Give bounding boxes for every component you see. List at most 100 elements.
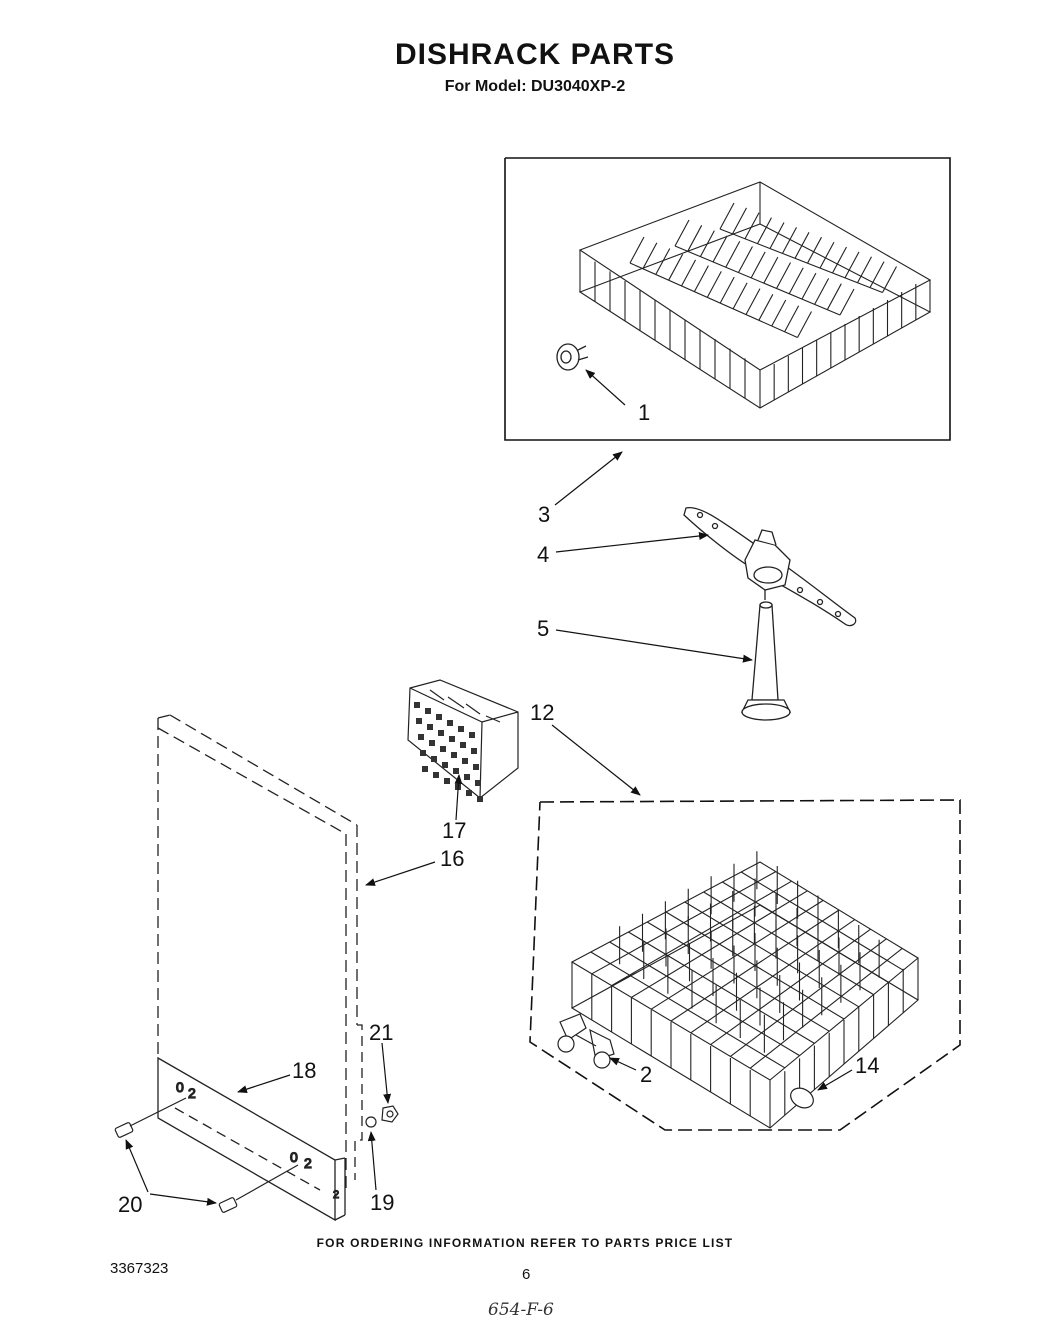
- basket-hole: [464, 774, 470, 780]
- wire: [750, 251, 766, 279]
- lower-rack-box: [529, 799, 961, 1131]
- basket-hole: [427, 724, 433, 730]
- wire: [699, 230, 715, 257]
- wire: [737, 246, 753, 273]
- svg-text:0: 0: [290, 1149, 298, 1165]
- callout-17: 17: [442, 818, 466, 843]
- svg-text:2: 2: [333, 1189, 339, 1201]
- basket-hole: [447, 720, 453, 726]
- callout-19: 19: [370, 1190, 394, 1215]
- wire: [801, 272, 817, 300]
- page-number: 6: [522, 1266, 531, 1283]
- wire: [769, 222, 785, 249]
- basket-hole: [460, 742, 466, 748]
- wire: [629, 236, 645, 264]
- wire: [814, 278, 830, 305]
- svg-text:2: 2: [304, 1155, 312, 1171]
- tine-cap: [790, 1087, 814, 1109]
- wire: [776, 262, 792, 289]
- wire: [788, 267, 804, 295]
- basket-hole: [440, 746, 446, 752]
- wire: [744, 212, 760, 240]
- basket-hole: [438, 730, 444, 736]
- wire: [882, 266, 897, 293]
- wire: [758, 294, 774, 321]
- wire: [839, 288, 855, 316]
- lower-panel: 0 2 0 2 2: [157, 1056, 346, 1222]
- callout-1: 1: [638, 400, 650, 425]
- spray-arm: [683, 506, 857, 627]
- wire: [732, 207, 747, 235]
- basket-hole: [473, 764, 479, 770]
- wire: [684, 901, 860, 1008]
- basket-hole: [444, 778, 450, 784]
- basket-hole: [469, 732, 475, 738]
- basket-hole: [466, 790, 472, 796]
- page-title: DISHRACK PARTS: [394, 38, 676, 71]
- basket-hole: [418, 734, 424, 740]
- basket-hole: [425, 708, 431, 714]
- callout-18: 18: [292, 1058, 316, 1083]
- basket-hole: [442, 762, 448, 768]
- callout-12: 12: [530, 700, 554, 725]
- basket-hole: [449, 736, 455, 742]
- wire: [629, 262, 798, 339]
- callout-labels: 1 2 3 4 5 12 14 16 17 18 19 20 21: [118, 400, 879, 1217]
- wire: [844, 251, 860, 279]
- wire: [710, 928, 871, 1046]
- screw: [114, 1097, 299, 1213]
- basket-hole: [422, 766, 428, 772]
- wire: [674, 245, 841, 316]
- wire: [706, 271, 722, 298]
- wire: [722, 881, 889, 983]
- wire: [712, 235, 728, 263]
- basket-hole: [414, 702, 420, 708]
- wire: [749, 947, 903, 1069]
- model-subtitle: For Model: DU3040XP-2: [444, 78, 626, 95]
- basket-hole: [420, 750, 426, 756]
- lower-rack: [570, 851, 919, 1129]
- basket-hole: [471, 748, 477, 754]
- basket-hole: [462, 758, 468, 764]
- svg-text:2: 2: [188, 1085, 196, 1101]
- callout-16: 16: [440, 846, 464, 871]
- nut-washer: [365, 1105, 399, 1128]
- callout-2: 2: [640, 1062, 652, 1087]
- basket-hole: [431, 756, 437, 762]
- wire: [807, 236, 822, 264]
- upper-rack: [578, 181, 932, 409]
- wire: [725, 240, 741, 268]
- wire: [703, 891, 874, 996]
- basket-hole: [429, 740, 435, 746]
- wire: [740, 871, 904, 971]
- document-number: 3367323: [110, 1260, 169, 1277]
- handwritten-note: 654-F-6: [488, 1300, 554, 1320]
- wire: [794, 232, 810, 259]
- wire: [784, 305, 800, 333]
- wire: [690, 919, 856, 1034]
- basket-hole: [458, 726, 464, 732]
- basket-hole: [416, 718, 422, 724]
- wire: [719, 202, 735, 230]
- door-panel: [157, 714, 363, 1190]
- callout-3: 3: [538, 502, 550, 527]
- wire: [719, 276, 735, 304]
- callout-4: 4: [537, 542, 549, 567]
- wire: [674, 219, 690, 247]
- wire: [719, 228, 883, 294]
- wire: [655, 248, 671, 275]
- wire: [693, 265, 709, 292]
- wire: [757, 217, 772, 244]
- callout-21: 21: [369, 1020, 393, 1045]
- wire: [681, 259, 697, 287]
- wire: [826, 283, 842, 310]
- spray-tube: [740, 590, 792, 721]
- wire: [819, 241, 835, 269]
- wire: [763, 256, 779, 284]
- rack-roller-clip: [556, 343, 589, 371]
- svg-text:0: 0: [176, 1079, 184, 1095]
- basket-hole: [453, 768, 459, 774]
- basket-hole: [436, 714, 442, 720]
- wire: [869, 261, 885, 288]
